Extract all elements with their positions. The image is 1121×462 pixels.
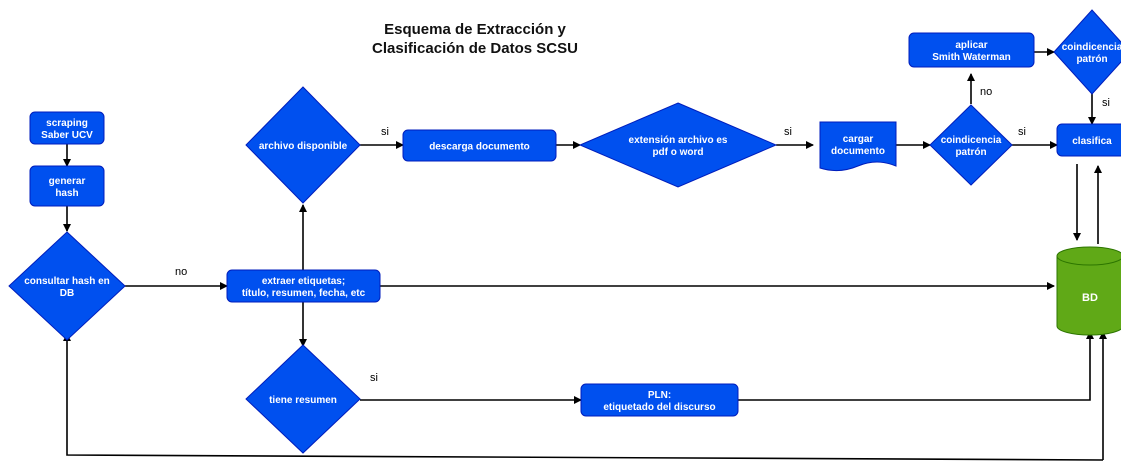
edge-label-no-hash: no: [175, 266, 188, 278]
archivo-disponible-label-line-1: archivo disponible: [259, 141, 348, 152]
coincidencia1-label-line-2: patrón: [955, 147, 986, 158]
pln-label-line-1: PLN:: [648, 390, 671, 401]
edge-loop-to-consultar: [63, 333, 1104, 461]
aplicar-label-line-1: aplicar: [955, 40, 987, 51]
node-archivo-disponible: archivo disponible: [245, 86, 361, 204]
node-tiene-resumen: tiene resumen: [245, 344, 361, 454]
node-pln: PLN:etiquetado del discurso: [580, 383, 739, 417]
extraer-label-line-2: título, resumen, fecha, etc: [242, 288, 366, 299]
diagram-title: Esquema de Extracción y Clasificación de…: [355, 20, 595, 58]
aplicar-label-line-2: Smith Waterman: [932, 52, 1011, 63]
edge-label-si-coincidencia-2: si: [1102, 97, 1110, 109]
title-line-1: Esquema de Extracción y: [384, 21, 566, 38]
extraer-label-line-1: extraer etiquetas;: [262, 276, 345, 287]
node-descarga: descarga documento: [402, 129, 557, 162]
edge-label-si-archivo: si: [381, 126, 389, 138]
coincidencia1-label-line-1: coindicencia: [941, 135, 1002, 146]
bd-label-line-1: BD: [1082, 292, 1098, 304]
node-bd: BD: [1056, 246, 1121, 336]
cargar-label-line-2: documento: [831, 146, 885, 157]
node-extraer: extraer etiquetas;título, resumen, fecha…: [226, 269, 381, 303]
clasifica-label-line-1: clasifica: [1072, 136, 1112, 147]
edge-label-si-resumen: si: [370, 372, 378, 384]
pln-label-line-2: etiquetado del discurso: [603, 402, 715, 413]
edge-label-si-coincidencia-1: si: [1018, 126, 1026, 138]
consultar-hash-label-line-1: consultar hash en: [24, 276, 110, 287]
descarga-label-line-1: descarga documento: [429, 142, 530, 153]
edge-pln-to-bd: [738, 331, 1094, 401]
title-line-2: Clasificación de Datos SCSU: [372, 40, 578, 57]
cargar-label-line-1: cargar: [843, 134, 874, 145]
extension-label-line-2: pdf o word: [652, 147, 703, 158]
edges-layer: [63, 48, 1107, 461]
generar-hash-label-line-1: generar: [49, 176, 86, 187]
tiene-resumen-label-line-1: tiene resumen: [269, 395, 337, 406]
coincidencia2-label-line-1: coindicencia: [1062, 42, 1121, 53]
edge-label-no-coincidencia-1: no: [980, 86, 993, 98]
generar-hash-label-line-2: hash: [55, 188, 78, 199]
edge-label-si-extension: si: [784, 126, 792, 138]
scraping-label-line-1: scraping: [46, 118, 88, 129]
node-clasifica: clasifica: [1056, 123, 1121, 157]
extension-label-line-1: extensión archivo es: [629, 135, 728, 146]
consultar-hash-label-line-2: DB: [60, 288, 74, 299]
coincidencia2-label-line-2: patrón: [1076, 54, 1107, 65]
scraping-label-line-2: Saber UCV: [41, 130, 93, 141]
